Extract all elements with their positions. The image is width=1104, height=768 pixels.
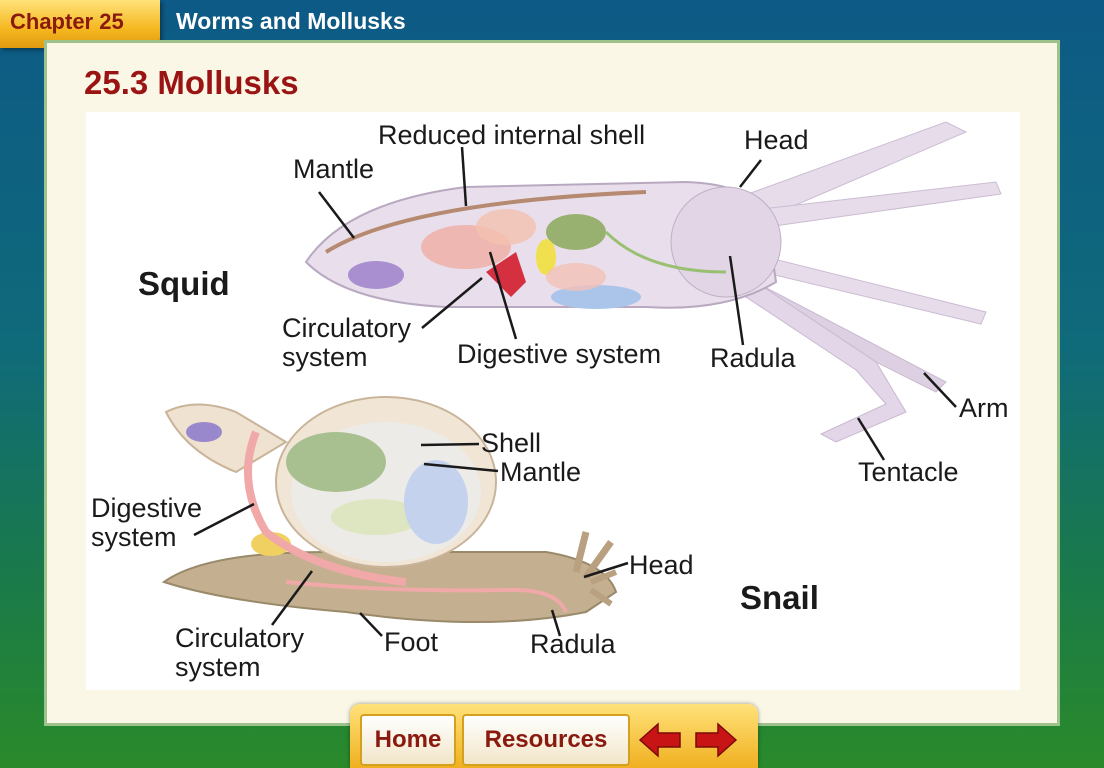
label-snail-shell: Shell [481, 428, 541, 458]
previous-arrow-icon[interactable] [638, 720, 682, 760]
label-squid: Squid [138, 265, 230, 302]
section-title: 25.3 Mollusks [84, 64, 299, 101]
label-squid-head: Head [744, 125, 809, 155]
label-squid-mantle: Mantle [293, 154, 374, 184]
label-squid-circulatory-1: Circulatory [282, 313, 412, 343]
label-snail-radula: Radula [530, 629, 617, 659]
resources-button[interactable]: Resources [462, 714, 630, 766]
label-squid-digestive: Digestive system [457, 339, 661, 369]
label-snail-foot: Foot [384, 627, 439, 657]
label-snail-digestive-2: system [91, 522, 177, 552]
label-snail-head: Head [629, 550, 694, 580]
mollusk-illustration: Reduced internal shell Head Mantle Squid… [91, 120, 1009, 682]
squid-illustration [304, 121, 1002, 461]
snail-illustration [161, 396, 629, 637]
label-squid-radula: Radula [710, 343, 797, 373]
label-squid-circulatory-2: system [282, 342, 368, 372]
chapter-label: Chapter 25 [10, 9, 124, 34]
home-button[interactable]: Home [360, 714, 456, 766]
chapter-title: Worms and Mollusks [176, 8, 406, 34]
label-reduced-internal-shell: Reduced internal shell [378, 120, 645, 150]
navigation-bar: Home Resources [350, 704, 758, 768]
label-snail-circulatory-1: Circulatory [175, 623, 305, 653]
label-squid-tentacle: Tentacle [858, 457, 959, 487]
label-snail: Snail [740, 579, 819, 616]
label-squid-arm: Arm [959, 393, 1009, 423]
label-snail-mantle: Mantle [500, 457, 581, 487]
label-snail-digestive-1: Digestive [91, 493, 202, 523]
label-snail-circulatory-2: system [175, 652, 261, 682]
next-arrow-icon[interactable] [694, 720, 738, 760]
mollusk-diagram: Reduced internal shell Head Mantle Squid… [86, 112, 1020, 690]
